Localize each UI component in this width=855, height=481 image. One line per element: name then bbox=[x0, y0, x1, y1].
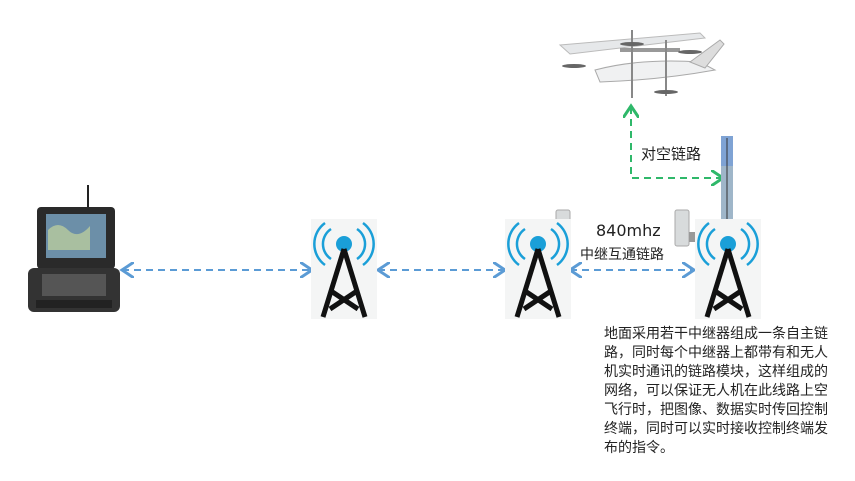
relay-tower-icon-2 bbox=[505, 219, 571, 319]
drone-icon bbox=[558, 30, 725, 98]
panel-antenna-right bbox=[674, 209, 699, 247]
air-link-line bbox=[631, 106, 723, 178]
relay-tower-icon-1 bbox=[311, 219, 377, 319]
relay-link-label: 中继互通链路 bbox=[580, 247, 664, 263]
description-text: 地面采用若干中继器组成一条自主链路，同时每个中继器上都带有和无人机实时通讯的链路… bbox=[604, 326, 828, 456]
air-link-antenna bbox=[721, 136, 733, 228]
frequency-label: 840mhz bbox=[596, 221, 661, 240]
air-link-label: 对空链路 bbox=[641, 145, 702, 163]
relay-tower-icon-3 bbox=[695, 219, 761, 319]
ground-control-station bbox=[28, 185, 120, 312]
